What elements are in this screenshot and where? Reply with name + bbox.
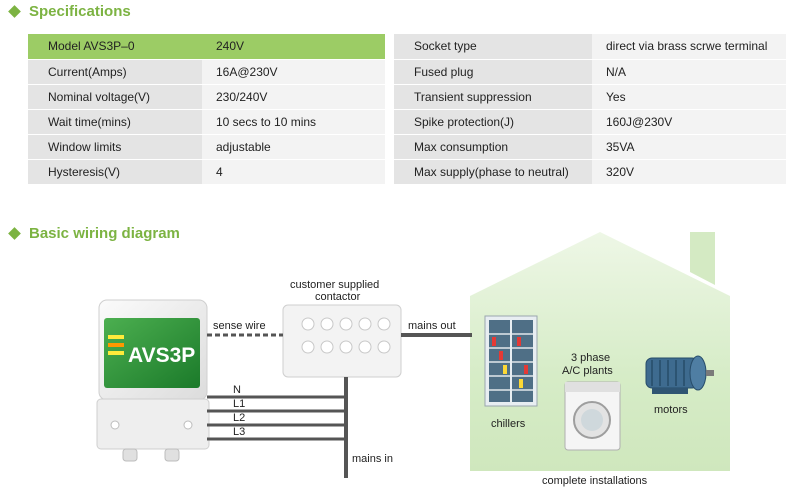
spec-label: Spike protection(J) <box>394 109 592 135</box>
spec-label: Max consumption <box>394 134 592 160</box>
spec-value: Yes <box>592 84 786 110</box>
chillers-label: chillers <box>491 418 526 430</box>
three-phase-label-line2: A/C plants <box>562 365 613 377</box>
wiring-heading: Basic wiring diagram <box>8 225 180 242</box>
spec-value: adjustable <box>202 134 385 160</box>
avs3p-device: AVS3P <box>96 299 210 462</box>
spec-row: Max supply(phase to neutral)320V <box>394 159 786 185</box>
wire-label-l3: L3 <box>233 426 245 438</box>
spec-label: Hysteresis(V) <box>28 159 202 185</box>
specifications-heading: Specifications <box>8 3 131 20</box>
spec-value: 160J@230V <box>592 109 786 135</box>
spec-value: N/A <box>592 59 786 85</box>
motor-icon <box>645 355 714 394</box>
spec-row: Hysteresis(V)4 <box>28 159 385 185</box>
mains-out-label: mains out <box>408 320 456 332</box>
diamond-bullet-icon <box>8 227 21 240</box>
complete-installations-label: complete installations <box>542 475 648 487</box>
contactor-label-line1: customer supplied <box>290 279 379 291</box>
spec-row: Nominal voltage(V)230/240V <box>28 84 385 110</box>
wire-label-n: N <box>233 384 241 396</box>
contactor-box <box>282 304 402 378</box>
motors-label: motors <box>654 404 688 416</box>
spec-row: Spike protection(J)160J@230V <box>394 109 786 135</box>
spec-label: Max supply(phase to neutral) <box>394 159 592 185</box>
house-chimney <box>690 232 715 285</box>
spec-label: Nominal voltage(V) <box>28 84 202 110</box>
three-phase-label-line1: 3 phase <box>571 352 610 364</box>
specifications-title: Specifications <box>29 3 131 20</box>
device-label: AVS3P <box>128 344 195 367</box>
diamond-bullet-icon <box>8 5 21 18</box>
spec-value: 4 <box>202 159 385 185</box>
spec-value: direct via brass scrwe terminal <box>592 34 786 60</box>
chiller-icon <box>484 315 538 407</box>
spec-label: Window limits <box>28 134 202 160</box>
contactor-label-line2: contactor <box>315 291 361 303</box>
spec-row: Wait time(mins)10 secs to 10 mins <box>28 109 385 135</box>
spec-value: 16A@230V <box>202 59 385 85</box>
spec-label: Model AVS3P–0 <box>28 34 202 60</box>
wire-label-l1: L1 <box>233 398 245 410</box>
spec-label: Fused plug <box>394 59 592 85</box>
spec-value: 240V <box>202 34 385 60</box>
phase-wires <box>207 395 346 441</box>
spec-value: 35VA <box>592 134 786 160</box>
spec-value: 320V <box>592 159 786 185</box>
mains-in-label: mains in <box>352 453 393 465</box>
spec-label: Current(Amps) <box>28 59 202 85</box>
house-shape <box>470 232 730 471</box>
spec-row: Current(Amps)16A@230V <box>28 59 385 85</box>
spec-label: Transient suppression <box>394 84 592 110</box>
spec-label: Socket type <box>394 34 592 60</box>
sense-wire-label: sense wire <box>213 320 266 332</box>
washing-machine-icon <box>564 381 621 451</box>
spec-label: Wait time(mins) <box>28 109 202 135</box>
contactor-terminals <box>301 317 391 354</box>
spec-value: 230/240V <box>202 84 385 110</box>
wiring-title: Basic wiring diagram <box>29 225 180 242</box>
spec-value: 10 secs to 10 mins <box>202 109 385 135</box>
wire-label-l2: L2 <box>233 412 245 424</box>
